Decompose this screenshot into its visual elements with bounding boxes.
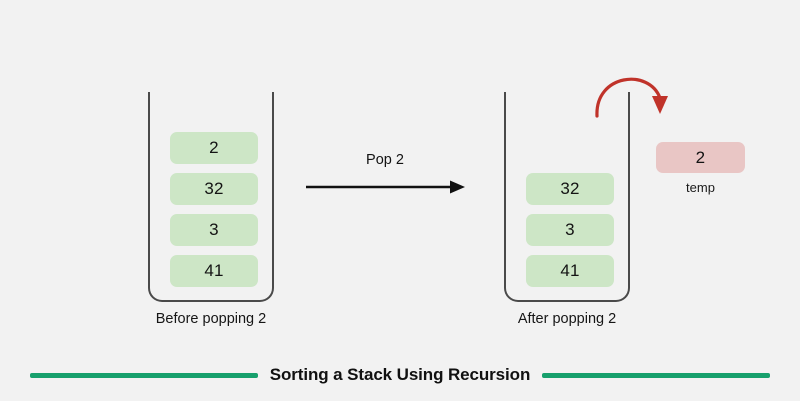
pop-operation-label: Pop 2 bbox=[366, 152, 404, 168]
stack-cell-value: 3 bbox=[565, 220, 575, 239]
stack-cell-value: 32 bbox=[560, 179, 580, 198]
stack-cell-value: 32 bbox=[204, 179, 224, 198]
stack-cell: 3 bbox=[170, 214, 258, 246]
stack-cell: 32 bbox=[526, 173, 614, 205]
stack-cell: 32 bbox=[170, 173, 258, 205]
temp-value: 2 bbox=[695, 147, 706, 167]
temp-value-box: 2 bbox=[656, 142, 745, 173]
stack-before-popping: 2 32 3 41 bbox=[148, 92, 274, 302]
stack-cell: 41 bbox=[170, 255, 258, 287]
footer-rule-right bbox=[542, 372, 771, 378]
stack-cell-value: 2 bbox=[209, 138, 219, 157]
temp-label: temp bbox=[686, 180, 715, 195]
curved-arrow-icon bbox=[595, 77, 668, 118]
caption-before-popping: Before popping 2 bbox=[155, 311, 267, 327]
stack-cell: 41 bbox=[526, 255, 614, 287]
right-arrow-icon bbox=[306, 180, 465, 194]
footer-rule-left bbox=[29, 372, 258, 378]
stack-cell: 2 bbox=[170, 132, 258, 164]
stack-after-popping: 32 3 41 bbox=[504, 92, 630, 302]
stack-cell-value: 41 bbox=[560, 261, 580, 280]
stack-cell-value: 41 bbox=[204, 261, 224, 280]
stack-cell: 3 bbox=[526, 214, 614, 246]
footer-banner: Sorting a Stack Using Recursion bbox=[0, 360, 800, 390]
footer-title: Sorting a Stack Using Recursion bbox=[269, 365, 531, 384]
caption-after-popping: After popping 2 bbox=[517, 311, 617, 327]
stack-cell-value: 3 bbox=[209, 220, 219, 239]
